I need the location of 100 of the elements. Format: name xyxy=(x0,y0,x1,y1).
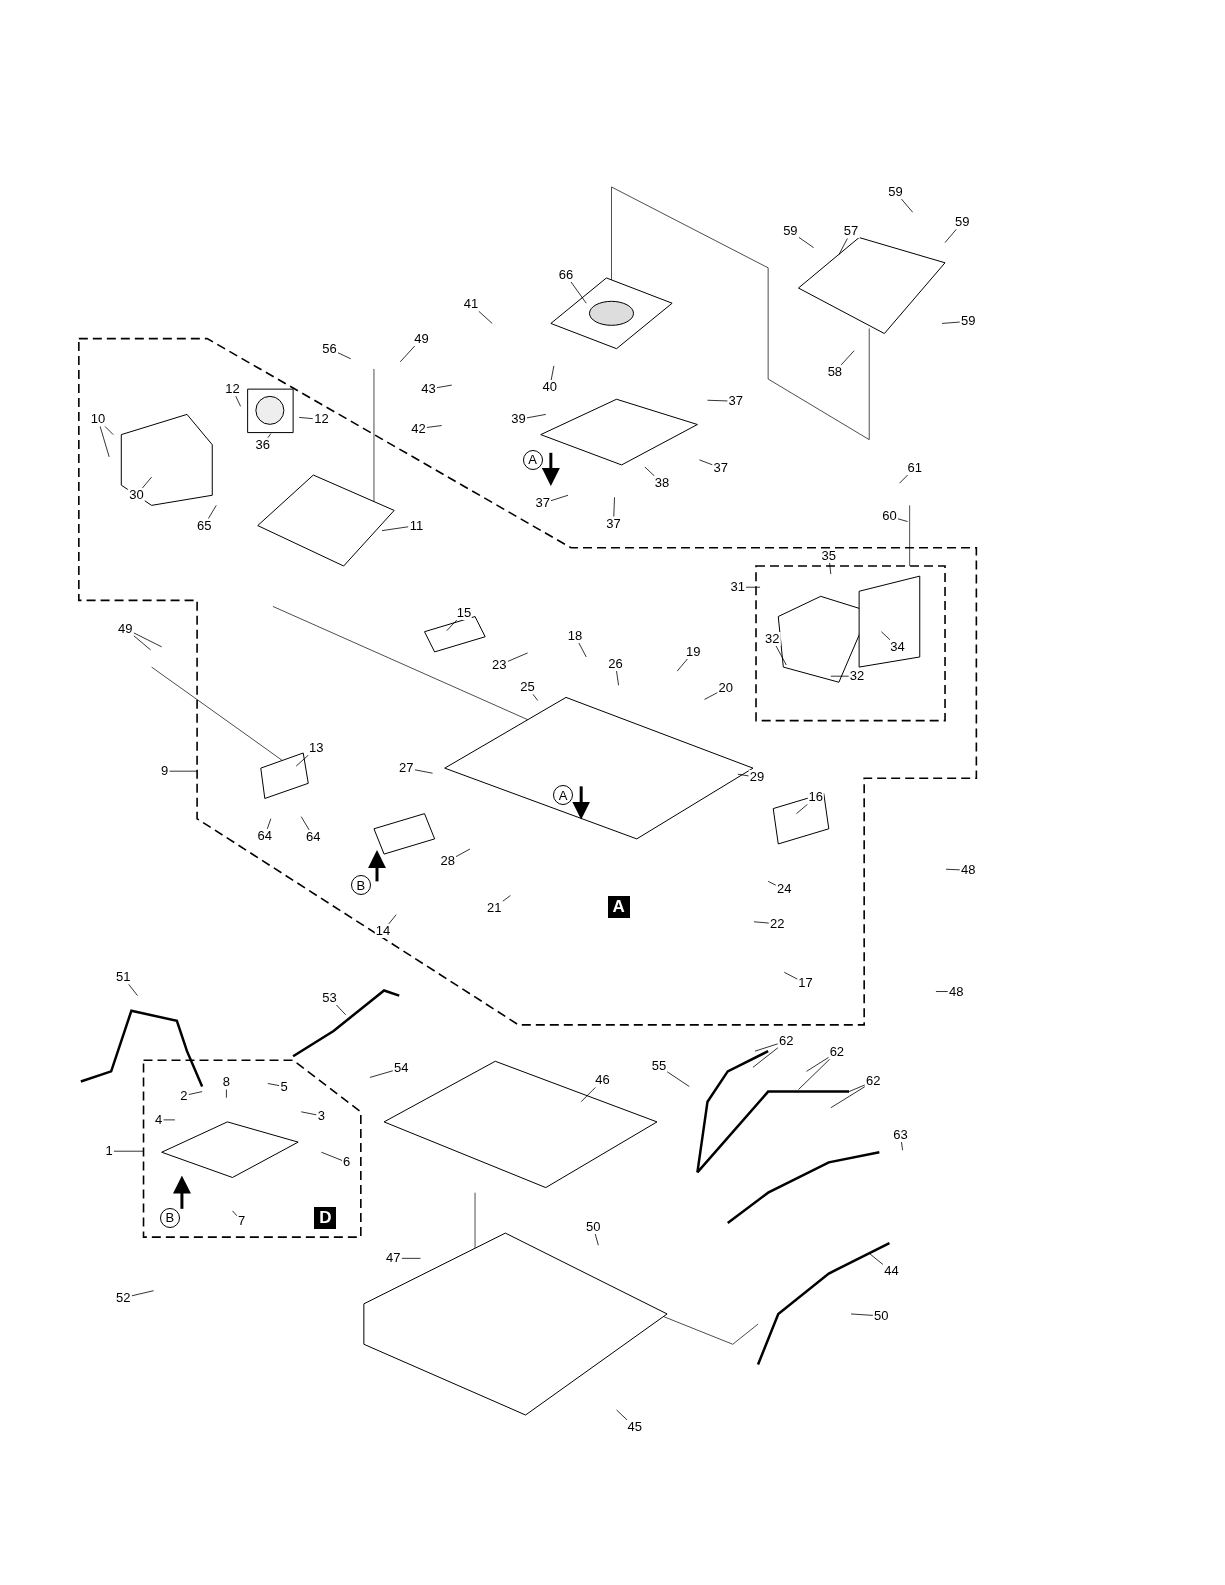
leader-line xyxy=(699,459,713,466)
callout-number: 18 xyxy=(566,628,584,643)
leader-line xyxy=(381,526,410,532)
callout-number: 7 xyxy=(236,1213,247,1228)
leader-line xyxy=(298,417,314,420)
callout-number: 52 xyxy=(115,1290,132,1305)
leader-line xyxy=(321,1151,343,1161)
leader-line xyxy=(507,652,528,662)
leader-line xyxy=(162,1119,176,1121)
leader-line xyxy=(899,474,909,484)
leader-line xyxy=(901,1141,903,1151)
leader-line xyxy=(550,494,569,502)
leader-line xyxy=(901,198,914,213)
callout-number: 62 xyxy=(865,1074,882,1089)
leader-line xyxy=(745,586,761,588)
callout-number: 53 xyxy=(321,990,338,1005)
leader-line xyxy=(798,1058,831,1090)
reference-marker: A xyxy=(522,449,543,470)
callout-number: 59 xyxy=(782,224,799,239)
callout-number: 37 xyxy=(605,516,622,531)
leader-line xyxy=(335,1004,347,1016)
leader-line xyxy=(850,1313,874,1316)
callout-number: 56 xyxy=(321,341,338,356)
leader-line xyxy=(414,769,433,774)
leader-line xyxy=(798,236,815,249)
leader-line xyxy=(941,321,961,324)
leader-line xyxy=(806,1057,830,1072)
leader-line xyxy=(830,675,850,677)
leader-line xyxy=(267,1083,280,1087)
leader-line xyxy=(188,1091,203,1095)
leader-line xyxy=(478,310,493,324)
leader-line xyxy=(532,693,539,701)
callout-number: 3 xyxy=(316,1108,326,1123)
leader-line xyxy=(226,1089,227,1099)
callout-number: 58 xyxy=(826,364,844,379)
callout-number: 22 xyxy=(769,916,786,931)
leader-line xyxy=(446,619,458,632)
callout-number: 19 xyxy=(685,644,702,659)
callout-number: 11 xyxy=(408,518,425,533)
reference-marker: B xyxy=(159,1207,180,1228)
leader-line xyxy=(267,433,272,439)
leader-line xyxy=(128,983,138,996)
callout-number: 20 xyxy=(717,681,734,696)
leader-line xyxy=(752,1047,779,1068)
leader-line xyxy=(133,635,151,651)
callout-number: 62 xyxy=(778,1034,795,1049)
leader-line xyxy=(594,1233,599,1246)
leader-line xyxy=(767,880,777,886)
section-marker: D xyxy=(314,1206,337,1229)
leader-line xyxy=(113,1150,144,1152)
leader-line xyxy=(829,562,832,575)
callout-number: 32 xyxy=(763,631,781,646)
leader-line xyxy=(436,384,453,389)
leader-line xyxy=(753,921,770,924)
callout-number: 15 xyxy=(455,605,473,620)
callout-number: 49 xyxy=(413,331,430,346)
leader-line xyxy=(99,426,110,458)
leader-line xyxy=(337,352,352,360)
leader-line xyxy=(838,238,848,256)
leader-line xyxy=(840,350,855,366)
leader-line xyxy=(754,1043,779,1052)
callout-number: 4 xyxy=(154,1112,164,1127)
callout-number: 66 xyxy=(557,267,575,282)
leader-line xyxy=(300,1111,318,1116)
leader-line xyxy=(613,496,615,517)
callout-number: 21 xyxy=(486,900,503,915)
leader-line xyxy=(737,773,750,777)
section-marker: A xyxy=(607,895,630,918)
leader-line xyxy=(897,518,909,522)
leader-line xyxy=(266,818,272,830)
callout-number: 50 xyxy=(585,1220,602,1234)
leader-line xyxy=(796,804,808,815)
leader-line xyxy=(235,395,241,407)
leader-line xyxy=(935,991,949,992)
callout-number: 62 xyxy=(828,1045,846,1060)
leader-line xyxy=(131,1290,155,1297)
leader-line xyxy=(880,631,891,641)
leader-line xyxy=(526,414,547,419)
leader-line xyxy=(775,645,787,666)
leader-line xyxy=(550,365,555,381)
leader-line xyxy=(944,228,957,243)
leader-line xyxy=(945,868,961,871)
callout-number: 30 xyxy=(128,488,145,503)
leader-line xyxy=(133,632,163,648)
callout-number: 48 xyxy=(947,984,965,999)
leader-line xyxy=(295,754,309,767)
leader-line xyxy=(666,1071,690,1087)
callout-number: 64 xyxy=(256,828,274,843)
leader-line xyxy=(580,1087,596,1103)
leader-line xyxy=(707,399,728,402)
leader-line xyxy=(300,816,310,831)
callout-number: 14 xyxy=(374,923,392,938)
leader-line xyxy=(570,281,587,304)
leader-line xyxy=(616,1409,628,1421)
callout-number: 37 xyxy=(712,460,729,475)
leader-line xyxy=(868,1252,884,1266)
leader-line xyxy=(830,1086,866,1109)
callout-number: 42 xyxy=(410,421,427,436)
leader-line xyxy=(232,1210,238,1217)
leader-line xyxy=(676,658,688,672)
